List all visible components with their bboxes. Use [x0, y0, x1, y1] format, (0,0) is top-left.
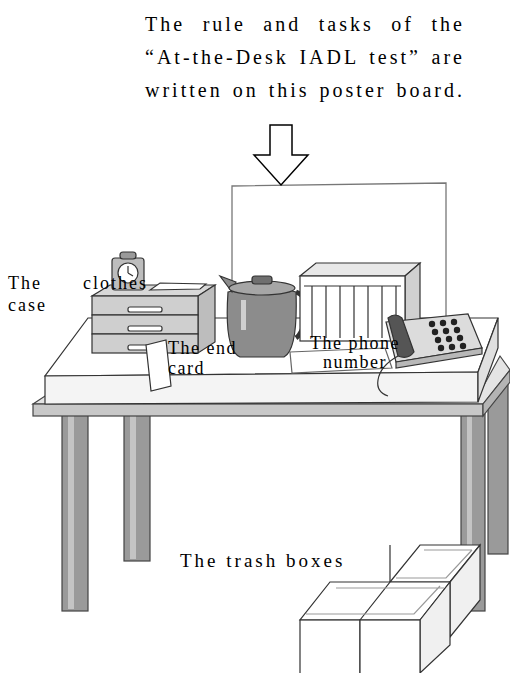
- pointer-arrow: [254, 125, 308, 185]
- trash-box-rims: [396, 550, 472, 578]
- callout-label: The end card: [168, 338, 240, 378]
- callout-label: The clothes case: [8, 272, 148, 316]
- telephone: [378, 314, 482, 396]
- binder-tops: [304, 285, 401, 286]
- drawer-handle: [128, 307, 162, 312]
- trash-box-rims: [306, 586, 444, 614]
- kettle-body: [227, 287, 296, 357]
- folded-cloth: [150, 283, 206, 290]
- phone-keypad: [429, 319, 466, 351]
- trash-box-divider: [360, 545, 390, 620]
- case-drawer: [92, 296, 198, 315]
- leg-highlight: [68, 416, 74, 609]
- kettle-highlight: [241, 300, 246, 330]
- trash-box-side: [450, 545, 480, 637]
- case-drawer: [92, 315, 198, 334]
- callout-label: The trash boxes: [180, 550, 380, 572]
- table-leg: [62, 414, 88, 611]
- clock-cap: [120, 252, 136, 259]
- platform-side: [478, 318, 498, 402]
- platform-front: [45, 372, 478, 404]
- drawer-handle: [128, 326, 162, 331]
- trash-box-side: [420, 582, 450, 673]
- table-rim: [33, 404, 483, 416]
- trash-box-front: [360, 620, 420, 673]
- end-card: [146, 340, 171, 391]
- table-leg: [124, 414, 150, 561]
- callout-label: The phone number: [295, 334, 415, 372]
- table-legs: [62, 384, 508, 611]
- file-box-top: [300, 263, 420, 276]
- callout-label: The rule and tasks of the “At-the-Desk I…: [145, 8, 465, 107]
- kettle-knob: [252, 276, 272, 284]
- binder-lines: [312, 286, 396, 338]
- table-leg: [488, 384, 508, 554]
- leg-highlight: [130, 416, 136, 559]
- trash-box-front: [300, 620, 360, 673]
